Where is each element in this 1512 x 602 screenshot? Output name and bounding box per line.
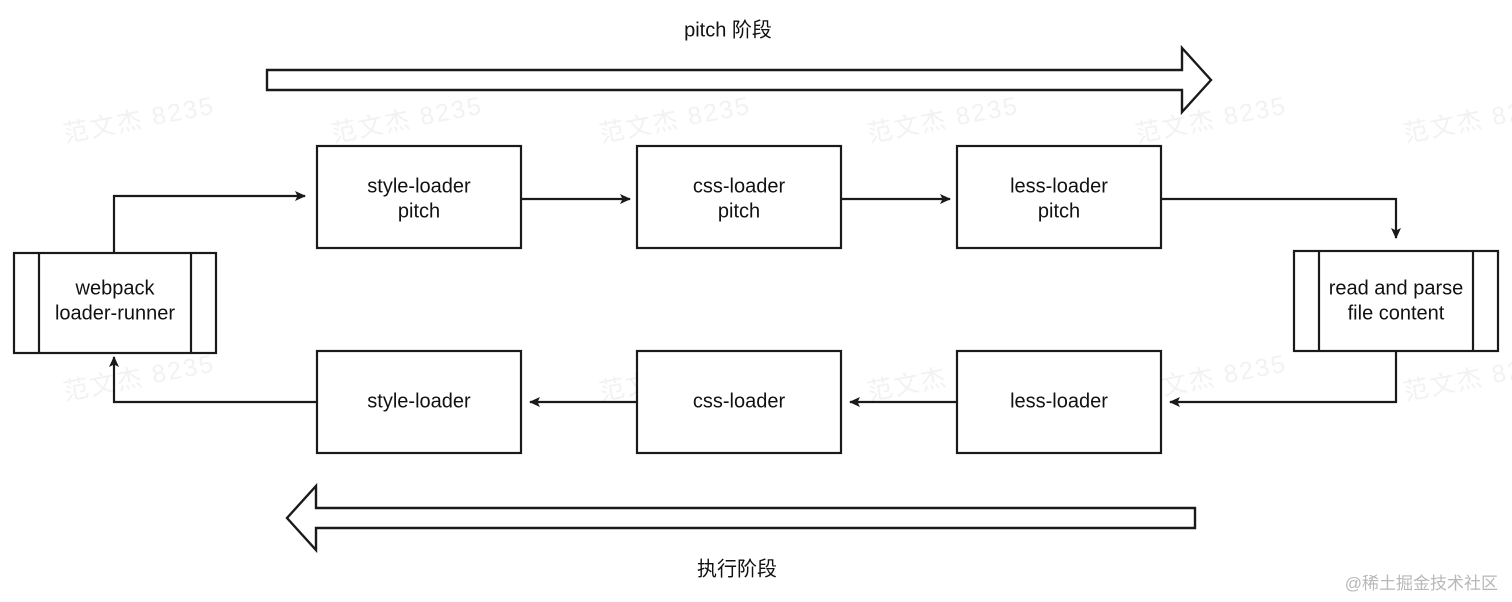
node-label-less-pitch-line1: less-loader: [1010, 175, 1108, 197]
pitch-phase-block-arrow: [265, 44, 1213, 116]
edge-read-parse-to-less-exec: [1169, 351, 1398, 407]
node-label-css-pitch-line2: pitch: [718, 200, 760, 222]
node-css-loader-pitch[interactable]: css-loader pitch: [635, 144, 843, 250]
edge-runner-to-style-pitch: [112, 191, 306, 253]
node-label-read-parse-line2: file content: [1348, 302, 1445, 324]
edge-less-pitch-to-read-parse: [1161, 197, 1401, 239]
attribution-text: @稀土掘金技术社区: [1344, 574, 1498, 593]
node-label-runner-line1: webpack: [75, 277, 156, 299]
execution-phase-block-arrow: [285, 482, 1197, 554]
node-label-css-exec: css-loader: [693, 390, 786, 412]
node-style-loader-exec[interactable]: style-loader: [315, 349, 523, 455]
node-less-loader-pitch[interactable]: less-loader pitch: [955, 144, 1163, 250]
node-webpack-loader-runner[interactable]: webpack loader-runner: [12, 251, 218, 355]
node-label-less-pitch-line2: pitch: [1038, 200, 1080, 222]
node-css-loader-exec[interactable]: css-loader: [635, 349, 843, 455]
node-label-style-pitch-line1: style-loader: [367, 175, 471, 197]
pitch-phase-label: pitch 阶段: [684, 18, 772, 41]
node-label-runner-line2: loader-runner: [55, 302, 175, 324]
node-label-read-parse-line1: read and parse: [1329, 277, 1464, 299]
node-label-style-exec: style-loader: [367, 390, 471, 412]
node-label-style-pitch-line2: pitch: [398, 200, 440, 222]
node-read-and-parse-file-content[interactable]: read and parse file content: [1292, 249, 1500, 353]
node-less-loader-exec[interactable]: less-loader: [955, 349, 1163, 455]
execution-phase-label: 执行阶段: [697, 557, 777, 580]
node-label-css-pitch-line1: css-loader: [693, 175, 786, 197]
node-label-less-exec: less-loader: [1010, 390, 1108, 412]
node-style-loader-pitch[interactable]: style-loader pitch: [315, 144, 523, 250]
edge-style-exec-to-runner: [109, 356, 317, 404]
